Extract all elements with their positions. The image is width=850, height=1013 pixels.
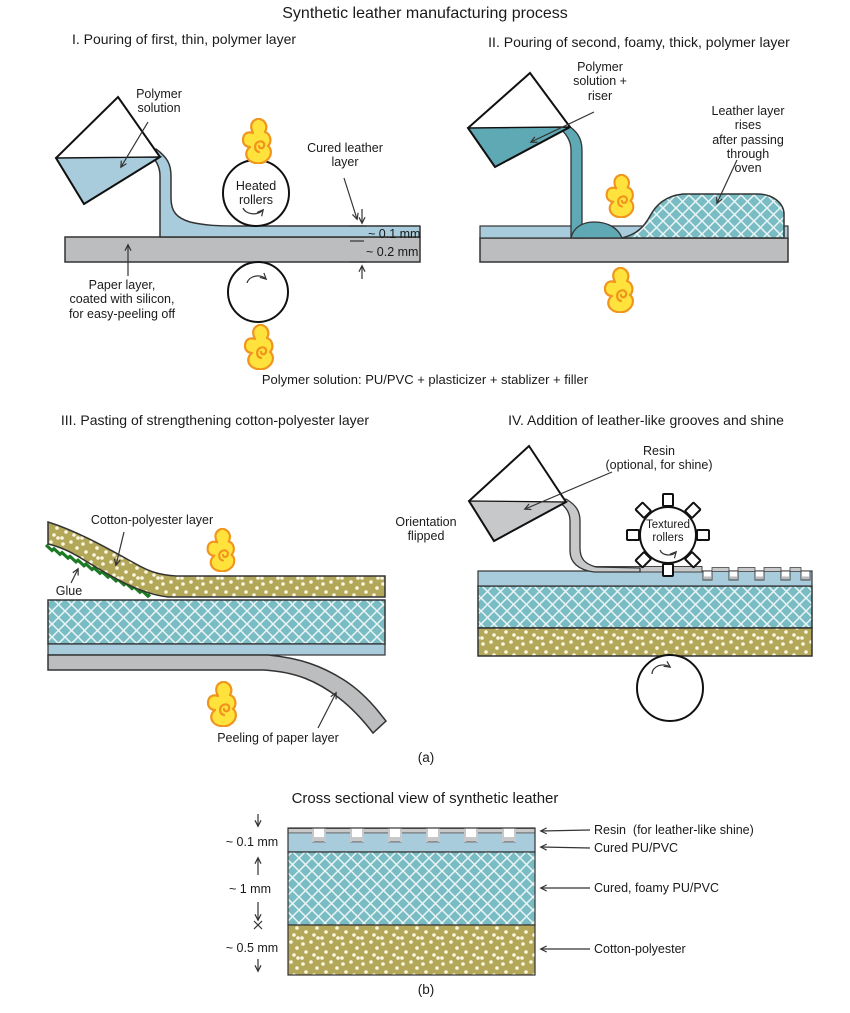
cross-section-title: Cross sectional view of synthetic leathe… <box>291 790 559 807</box>
flame-icon <box>605 174 635 218</box>
cs-dim-01: ~ 0.1 mm <box>225 835 279 849</box>
panel1-graphics <box>54 95 421 370</box>
flame-icon <box>206 528 236 572</box>
peeling-paper-shape <box>47 654 388 735</box>
paper-layer-shape <box>479 237 789 263</box>
thin-polymer-layer-shape <box>47 643 386 656</box>
figure-a-label: (a) <box>417 750 435 765</box>
foamy-layer-shape <box>621 193 785 239</box>
panel2-graphics <box>466 71 789 313</box>
panel1-arrows <box>121 121 357 276</box>
flame-icon <box>243 324 275 370</box>
heated-rollers-label: Heated rollers <box>235 179 277 208</box>
bottom-roller-icon <box>636 654 704 722</box>
cotton-polyester-label: Cotton-polyester layer <box>90 513 214 527</box>
figure-b-label: (b) <box>417 982 435 997</box>
foamy-layer-shape <box>47 599 386 645</box>
bottom-roller-icon <box>227 261 289 323</box>
paper-layer-label: Paper layer, coated with silicon, for ea… <box>68 278 176 321</box>
panel4-heading: IV. Addition of leather-like grooves and… <box>508 412 784 428</box>
foamy-layer-shape <box>287 851 536 926</box>
cs-layer-cotton: Cotton-polyester <box>594 942 686 956</box>
foamy-layer-shape <box>477 585 813 629</box>
polymer-solution-label: Polymer solution <box>136 87 182 116</box>
flame-icon <box>206 681 238 727</box>
glue-label: Glue <box>55 584 83 598</box>
cs-dim-05: ~ 0.5 mm <box>225 941 279 955</box>
panel3-graphics <box>44 520 388 735</box>
dimension-marks <box>350 209 366 279</box>
cotton-polyester-layer-shape <box>287 924 536 976</box>
textured-roller-gear-icon <box>626 493 710 577</box>
panel3-arrows <box>70 531 336 729</box>
pour-container-icon <box>466 71 572 169</box>
cs-dim-1: ~ 1 mm <box>228 882 272 896</box>
pour-container-icon <box>54 95 163 206</box>
pour-container-icon <box>467 444 569 543</box>
textured-rollers-label: Textured rollers <box>645 519 691 545</box>
resin-label: Resin (optional, for shine) <box>605 444 713 473</box>
cs-layer-cured: Cured PU/PVC <box>594 841 679 855</box>
leather-rises-label: Leather layer rises after passing throug… <box>711 104 785 175</box>
cross-section-graphics <box>253 814 591 976</box>
cross-section-layer-arrows <box>541 830 591 949</box>
cured-leather-label: Cured leather layer <box>307 141 383 170</box>
polymer-stream-shape <box>148 148 421 238</box>
resin-groove-band-shape <box>287 827 536 853</box>
cs-layer-foamy: Cured, foamy PU/PVC <box>594 881 720 895</box>
cotton-polyester-layer-shape <box>47 520 386 598</box>
panel2-heading: II. Pouring of second, foamy, thick, pol… <box>488 34 790 50</box>
panel4-graphics <box>467 444 813 722</box>
cotton-polyester-layer-shape <box>477 627 813 657</box>
panel4-arrows <box>525 471 613 509</box>
resin-stream-shape <box>558 498 641 573</box>
page-title: Synthetic leather manufacturing process <box>282 5 568 22</box>
polymer-riser-label: Polymer solution + riser <box>573 60 627 103</box>
flame-icon <box>241 118 273 164</box>
groove-notches <box>702 567 811 581</box>
peeling-label: Peeling of paper layer <box>217 731 339 745</box>
dim-02mm-label: ~ 0.2 mm <box>366 245 419 259</box>
orientation-label: Orientation flipped <box>395 515 457 544</box>
flame-icon <box>603 267 635 313</box>
cross-section-dim-lines <box>253 814 263 971</box>
panel3-heading: III. Pasting of strengthening cotton-pol… <box>60 412 370 428</box>
dim-01mm-label: ~ 0.1 mm <box>368 227 421 241</box>
polymer-note: Polymer solution: PU/PVC + plasticizer +… <box>261 372 589 387</box>
panel2-arrows <box>531 111 738 203</box>
panel1-heading: I. Pouring of first, thin, polymer layer <box>71 31 297 47</box>
cs-layer-resin: Resin (for leather-like shine) <box>594 823 754 837</box>
polymer-pool-shape <box>570 221 623 239</box>
polymer-stream-shape <box>557 123 583 239</box>
